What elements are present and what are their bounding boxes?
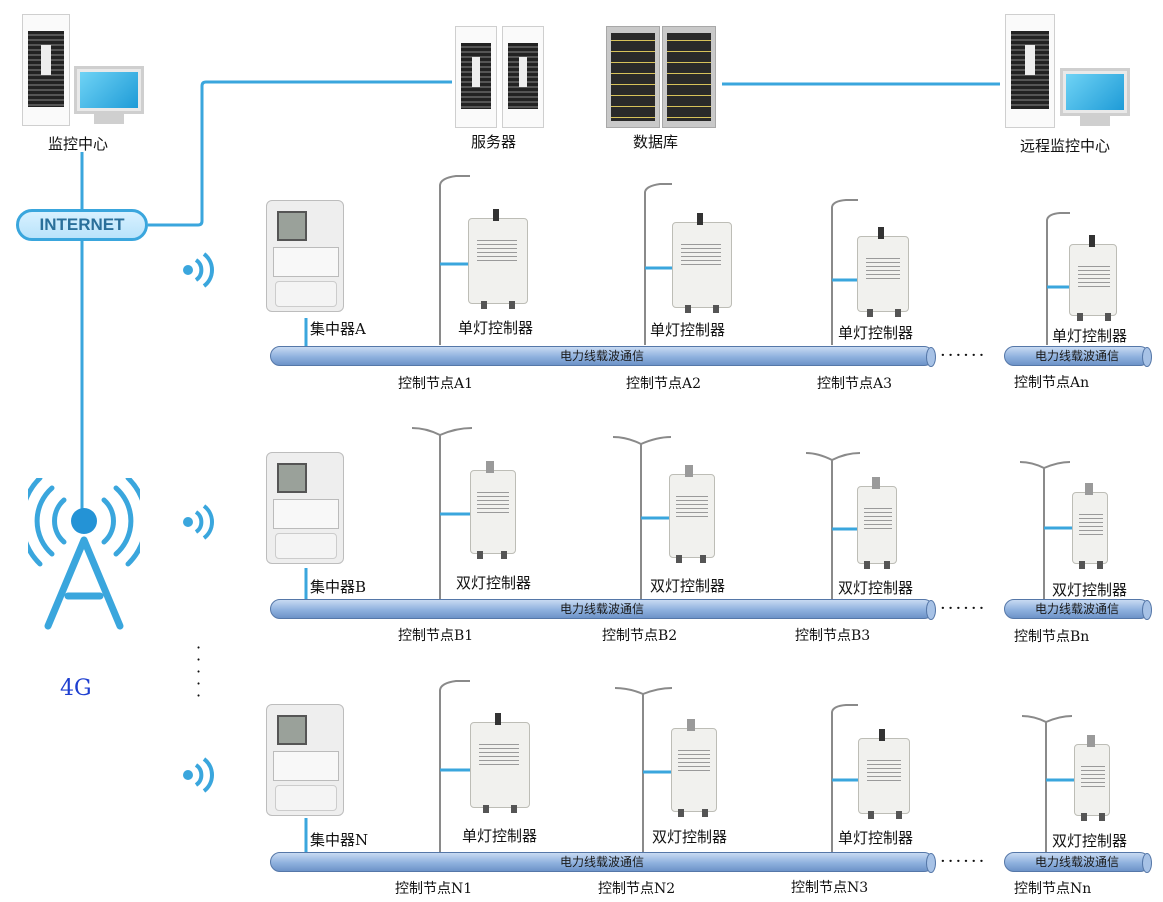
node-an-label: 控制节点An bbox=[1014, 375, 1090, 391]
node-n1-label: 控制节点N1 bbox=[395, 881, 473, 897]
monitor-center-screen-icon bbox=[74, 66, 144, 114]
controller-n2-icon bbox=[671, 719, 717, 817]
controller-n1-icon bbox=[470, 713, 530, 813]
bus-n: 电力线载波通信 bbox=[270, 852, 936, 873]
remote-monitor-stand bbox=[1080, 116, 1110, 126]
internet-pill: INTERNET bbox=[16, 209, 148, 241]
more-rows-dots: ····· bbox=[196, 638, 202, 705]
monitor-stand bbox=[94, 114, 124, 124]
controller-b2-label: 双灯控制器 bbox=[650, 577, 726, 595]
wifi-signal-icon-b bbox=[183, 504, 214, 540]
bus-b: 电力线载波通信 bbox=[270, 599, 936, 620]
bus-b-label: 电力线载波通信 bbox=[559, 602, 644, 616]
controller-an-icon bbox=[1069, 235, 1117, 321]
controller-a1-label: 单灯控制器 bbox=[458, 319, 534, 337]
server-icon-2 bbox=[502, 26, 544, 128]
controller-b3-label: 双灯控制器 bbox=[838, 579, 914, 597]
bus-b-dots: ······ bbox=[940, 598, 987, 619]
remote-center-server-icon bbox=[1005, 14, 1055, 128]
controller-a2-label: 单灯控制器 bbox=[650, 321, 726, 339]
controller-a3-label: 单灯控制器 bbox=[838, 324, 914, 342]
bus-b-end-label: 电力线载波通信 bbox=[1034, 602, 1119, 616]
node-n2-label: 控制节点N2 bbox=[598, 881, 676, 897]
node-a3-label: 控制节点A3 bbox=[817, 376, 893, 392]
controller-a3-icon bbox=[857, 227, 909, 317]
remote-center-screen-icon bbox=[1060, 68, 1130, 116]
bus-a-label: 电力线载波通信 bbox=[559, 349, 644, 363]
remote-center-label: 远程监控中心 bbox=[1020, 137, 1111, 155]
controller-b1-label: 双灯控制器 bbox=[456, 574, 532, 592]
monitor-center-server-icon bbox=[22, 14, 70, 126]
controller-b1-icon bbox=[470, 461, 516, 559]
controller-n1-label: 单灯控制器 bbox=[462, 827, 538, 845]
controller-bn-icon bbox=[1072, 483, 1108, 569]
monitor-center-label: 监控中心 bbox=[48, 135, 109, 153]
4g-tower-icon bbox=[28, 478, 140, 630]
bus-a-end: 电力线载波通信 bbox=[1004, 346, 1152, 367]
concentrator-b-icon bbox=[266, 452, 344, 564]
bus-n-end: 电力线载波通信 bbox=[1004, 852, 1152, 873]
node-n3-label: 控制节点N3 bbox=[791, 880, 869, 896]
controller-a2-icon bbox=[672, 213, 732, 313]
node-nn-label: 控制节点Nn bbox=[1014, 881, 1092, 897]
concentrator-a-icon bbox=[266, 200, 344, 312]
concentrator-a-label: 集中器A bbox=[310, 320, 366, 338]
bus-n-dots: ······ bbox=[940, 851, 987, 872]
controller-nn-label: 双灯控制器 bbox=[1052, 832, 1128, 850]
controller-b3-icon bbox=[857, 477, 897, 569]
bus-n-label: 电力线载波通信 bbox=[559, 855, 644, 869]
controller-n3-label: 单灯控制器 bbox=[838, 829, 914, 847]
controller-n2-label: 双灯控制器 bbox=[652, 828, 728, 846]
controller-b2-icon bbox=[669, 465, 715, 563]
database-label: 数据库 bbox=[633, 133, 679, 151]
node-b3-label: 控制节点B3 bbox=[795, 628, 871, 644]
bus-a-end-label: 电力线载波通信 bbox=[1034, 349, 1119, 363]
controller-bn-label: 双灯控制器 bbox=[1052, 581, 1128, 599]
controller-an-label: 单灯控制器 bbox=[1052, 327, 1128, 345]
server-icon bbox=[455, 26, 497, 128]
database-rack-icon-2 bbox=[662, 26, 716, 128]
wifi-signal-icon-a bbox=[183, 252, 214, 288]
node-bn-label: 控制节点Bn bbox=[1014, 629, 1090, 645]
controller-a1-icon bbox=[468, 209, 528, 309]
server-label: 服务器 bbox=[471, 133, 517, 151]
controller-nn-icon bbox=[1074, 735, 1110, 821]
wifi-signal-icon-n bbox=[183, 757, 214, 793]
concentrator-n-label: 集中器N bbox=[310, 831, 369, 849]
node-a2-label: 控制节点A2 bbox=[626, 376, 702, 392]
concentrator-n-icon bbox=[266, 704, 344, 816]
4g-label: 4G bbox=[60, 676, 92, 701]
database-rack-icon bbox=[606, 26, 660, 128]
bus-n-end-label: 电力线载波通信 bbox=[1034, 855, 1119, 869]
node-b2-label: 控制节点B2 bbox=[602, 628, 678, 644]
node-b1-label: 控制节点B1 bbox=[398, 628, 474, 644]
node-a1-label: 控制节点A1 bbox=[398, 376, 474, 392]
bus-a-dots: ······ bbox=[940, 345, 987, 366]
controller-n3-icon bbox=[858, 729, 910, 819]
bus-a: 电力线载波通信 bbox=[270, 346, 936, 367]
bus-b-end: 电力线载波通信 bbox=[1004, 599, 1152, 620]
concentrator-b-label: 集中器B bbox=[310, 578, 367, 596]
